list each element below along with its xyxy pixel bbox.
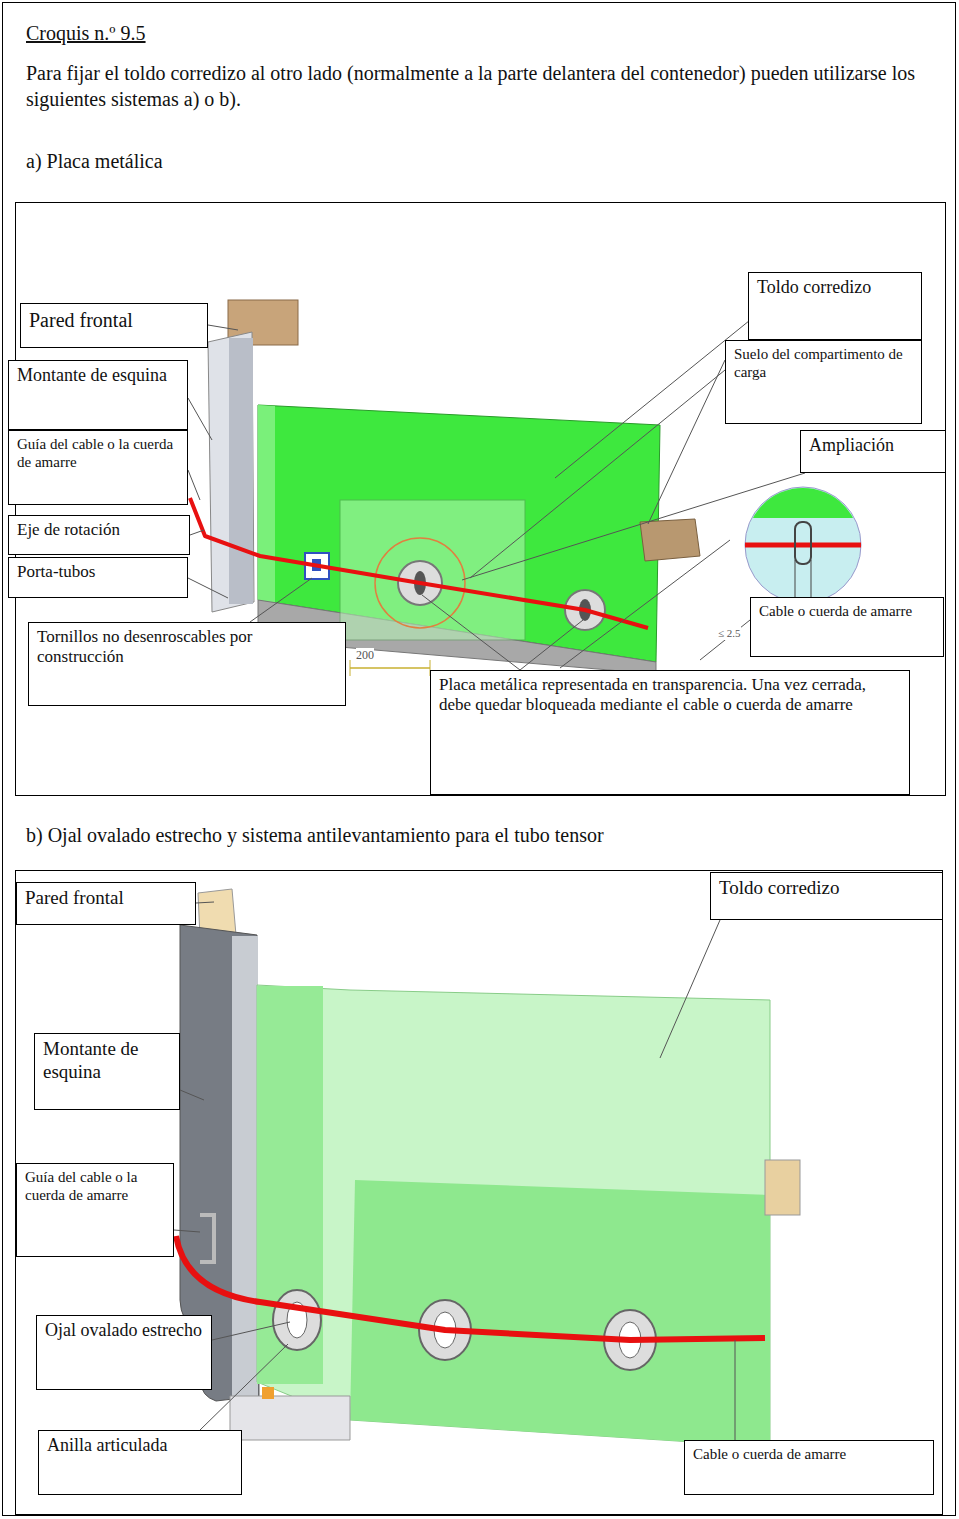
callout-box: Tornillos no desenroscables por construc…	[28, 622, 346, 706]
callout-text: Montante de esquina	[17, 365, 179, 387]
callout-box: Guía del cable o la cuerda de amarre	[16, 1163, 174, 1257]
callout-text: Suelo del compartimento de carga	[734, 345, 913, 381]
callout-text: Eje de rotación	[17, 520, 181, 540]
callout-text: Toldo corredizo	[757, 277, 913, 299]
callout-text: Porta-tubos	[17, 562, 179, 582]
callout-text: Ojal ovalado estrecho	[45, 1320, 203, 1342]
panel-frame	[16, 871, 943, 1515]
callout-box: Ampliación	[800, 430, 946, 473]
callout-box: Eje de rotación	[8, 515, 190, 555]
callout-box: Toldo corredizo	[748, 272, 922, 340]
callout-box: Pared frontal	[20, 303, 208, 348]
eyelet-illustration	[176, 889, 800, 1447]
callout-box: Cable o cuerda de amarre	[750, 597, 944, 657]
dimension: 200	[356, 648, 374, 664]
callout-text: Guía del cable o la cuerda de amarre	[25, 1168, 165, 1204]
intro-text: Para fijar el toldo corredizo al otro la…	[26, 60, 931, 112]
callout-text: Placa metálica representada en transpare…	[439, 675, 901, 716]
callout-box: Ojal ovalado estrecho	[36, 1315, 212, 1390]
sketch-title: Croquis n.º 9.5	[26, 20, 146, 46]
callout-text: Tornillos no desenroscables por construc…	[37, 627, 337, 668]
page-border	[3, 3, 956, 1516]
section-heading: a) Placa metálica	[26, 148, 426, 174]
callout-text: Pared frontal	[29, 308, 199, 332]
callout-text: Cable o cuerda de amarre	[759, 602, 935, 620]
callout-box: Pared frontal	[16, 882, 196, 925]
callout-box: Porta-tubos	[8, 557, 188, 598]
callout-box: Suelo del compartimento de carga	[725, 340, 922, 424]
leader-lines	[188, 312, 805, 670]
callout-box: Montante de esquina	[8, 360, 188, 430]
callout-text: Montante de esquina	[43, 1038, 171, 1084]
callout-text: Cable o cuerda de amarre	[693, 1445, 925, 1463]
section-heading: b) Ojal ovalado estrecho y sistema antil…	[26, 822, 931, 848]
callout-text: Pared frontal	[25, 887, 187, 910]
callout-text: Guía del cable o la cuerda de amarre	[17, 435, 179, 471]
dimension: ≤ 2.5	[718, 626, 741, 640]
callout-box: Toldo corredizo	[710, 872, 943, 920]
callout-box: Montante de esquina	[34, 1033, 180, 1110]
callout-box: Guía del cable o la cuerda de amarre	[8, 430, 188, 505]
callout-text: Toldo corredizo	[719, 877, 934, 900]
leader-lines	[174, 902, 735, 1440]
callout-box: Placa metálica representada en transpare…	[430, 670, 910, 795]
callout-box: Anilla articulada	[38, 1430, 242, 1495]
callout-text: Anilla articulada	[47, 1435, 233, 1457]
callout-text: Ampliación	[809, 435, 937, 457]
callout-box: Cable o cuerda de amarre	[684, 1440, 934, 1495]
